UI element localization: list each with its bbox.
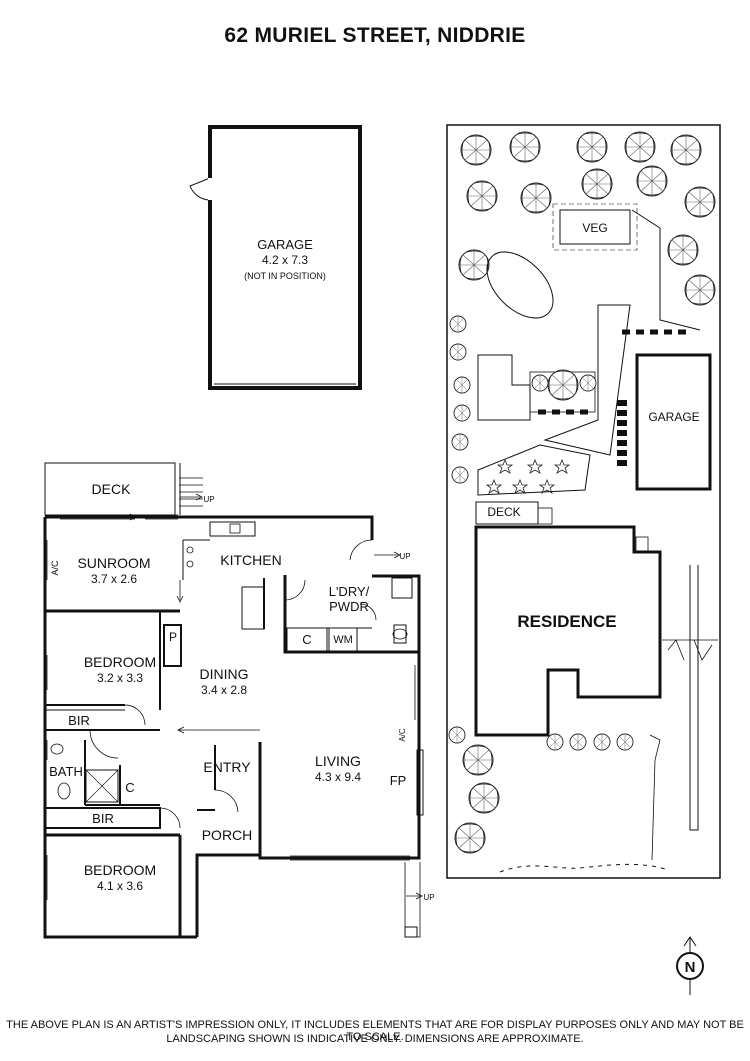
site-deck-label: DECK (487, 505, 520, 519)
floor-plan-walls (43, 462, 424, 939)
garage-size: 4.2 x 7.3 (262, 253, 308, 267)
garage-detached (189, 125, 362, 390)
sunroom-label: SUNROOM (77, 555, 150, 571)
compass-north-icon (676, 936, 704, 995)
compass-label: N (685, 959, 696, 976)
laundry-label-1: L'DRY/ (329, 584, 370, 599)
bath-label: BATH (49, 764, 83, 779)
cupboard-label: C (302, 632, 311, 647)
bedroom2-size: 4.1 x 3.6 (97, 879, 143, 893)
kitchen-label: KITCHEN (220, 552, 281, 568)
garage-label: GARAGE (257, 237, 313, 252)
fp-label: FP (390, 773, 407, 788)
bedroom1-size: 3.2 x 3.3 (97, 671, 143, 685)
bir2-label: BIR (92, 811, 114, 826)
disclaimer-line-1: THE ABOVE PLAN IS AN ARTIST'S IMPRESSION… (6, 1019, 744, 1043)
sunroom-size: 3.7 x 2.6 (91, 572, 137, 586)
living-size: 4.3 x 9.4 (315, 770, 361, 784)
laundry-label-2: PWDR (329, 599, 369, 614)
deck-up-label: UP (203, 495, 214, 504)
site-garage-label: GARAGE (648, 410, 699, 424)
residence-label: RESIDENCE (517, 612, 616, 631)
porch-label: PORCH (202, 827, 253, 843)
living-label: LIVING (315, 753, 361, 769)
sunroom-ac-label: A/C (50, 560, 60, 576)
bir1-label: BIR (68, 713, 90, 728)
porch-up-label: UP (423, 893, 434, 902)
garage-note: (NOT IN POSITION) (244, 271, 326, 281)
veg-label: VEG (582, 221, 607, 235)
bedroom1-label: BEDROOM (84, 654, 156, 670)
site-plan (446, 124, 721, 879)
wm-label: WM (333, 634, 353, 646)
page-title: 62 MURIEL STREET, NIDDRIE (224, 24, 526, 47)
entry-label: ENTRY (203, 759, 251, 775)
disclaimer-line-2: LANDSCAPING SHOWN IS INDICATIVE ONLY. DI… (166, 1033, 584, 1045)
dining-label: DINING (200, 666, 249, 682)
deck-label: DECK (92, 481, 132, 497)
pantry-label: P (169, 630, 177, 644)
dining-size: 3.4 x 2.8 (201, 683, 247, 697)
bedroom2-label: BEDROOM (84, 862, 156, 878)
laundry-up-label: UP (399, 552, 410, 561)
living-ac-label: A/C (398, 728, 407, 742)
bath-cupboard-label: C (125, 780, 134, 795)
